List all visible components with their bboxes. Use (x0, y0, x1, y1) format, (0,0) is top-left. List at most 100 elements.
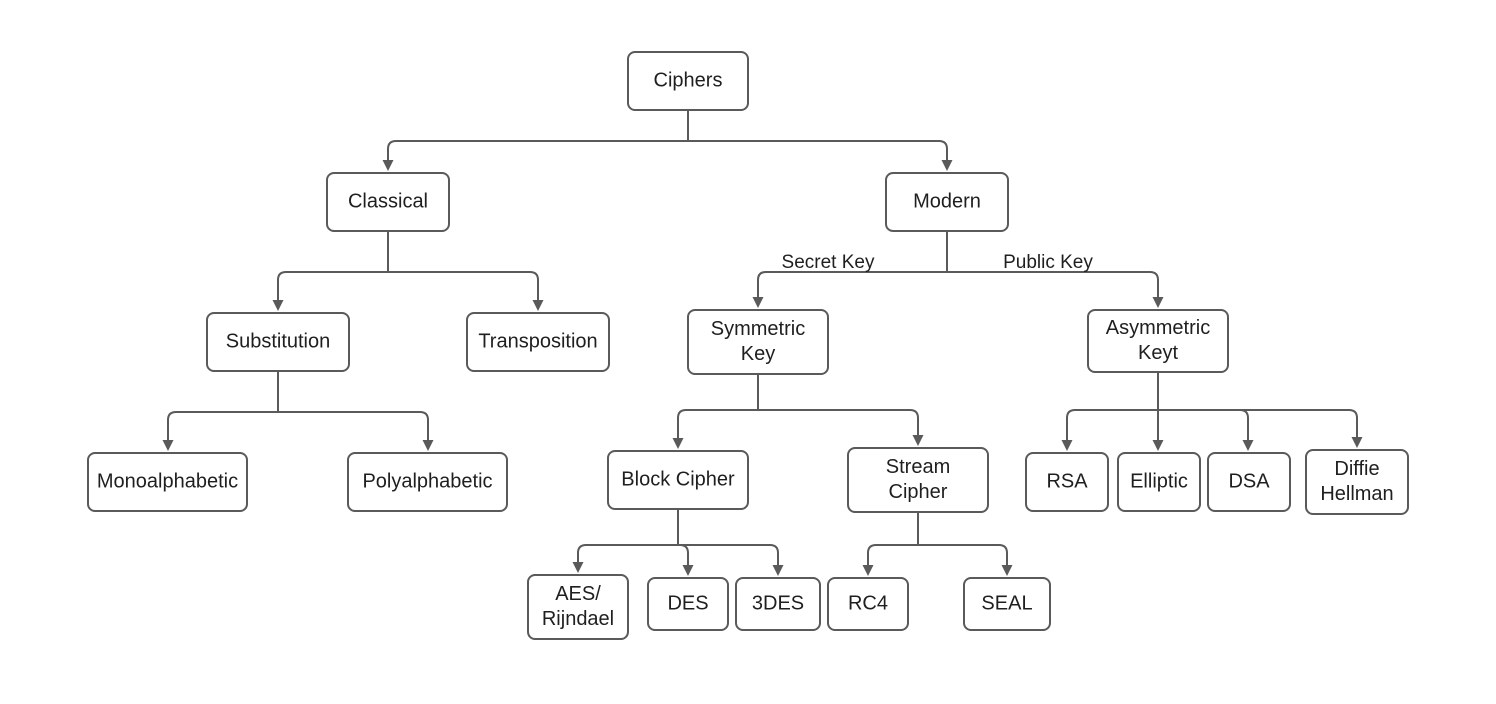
node-box[interactable] (527, 574, 629, 640)
node-label: Monoalphabetic (97, 470, 238, 492)
edge-connector (678, 544, 779, 565)
edge-connector (1158, 409, 1249, 440)
node-label: Block Cipher (621, 468, 735, 490)
node-box[interactable] (1087, 309, 1229, 373)
node-label: Transposition (478, 330, 597, 352)
edge-connector (688, 140, 948, 160)
edge-arrowhead (1351, 437, 1363, 448)
node-label: 3DES (752, 592, 804, 614)
node-transposition[interactable]: Transposition (466, 312, 610, 372)
edge-arrowhead (382, 160, 394, 171)
edge-arrowhead (272, 300, 284, 311)
edge-connector (918, 544, 1008, 565)
node-ciphers[interactable]: Ciphers (627, 51, 749, 111)
node-box[interactable] (326, 172, 450, 232)
node-label: RC4 (848, 592, 888, 614)
node-label: Cipher (889, 481, 948, 503)
edge-connector (277, 271, 388, 300)
node-box[interactable] (963, 577, 1051, 631)
node-label: DSA (1228, 470, 1270, 492)
node-substitution[interactable]: Substitution (206, 312, 350, 372)
edge-arrowhead (682, 565, 694, 576)
node-polyalphabetic[interactable]: Polyalphabetic (347, 452, 508, 512)
edge-connector (678, 544, 689, 565)
node-label: SEAL (981, 592, 1032, 614)
node-classical[interactable]: Classical (326, 172, 450, 232)
edge-connector (867, 544, 918, 565)
edge-connector (387, 140, 688, 160)
node-modern[interactable]: Modern (885, 172, 1009, 232)
node-aes-rijndael[interactable]: AES/Rijndael (527, 574, 629, 640)
node-box[interactable] (1207, 452, 1291, 512)
node-label: Asymmetric (1106, 317, 1210, 339)
node-label: Ciphers (654, 69, 723, 91)
node-box[interactable] (206, 312, 350, 372)
edge-arrowhead (422, 440, 434, 451)
node-label: Symmetric (711, 318, 805, 340)
edge-arrowhead (752, 297, 764, 308)
edge-arrowhead (532, 300, 544, 311)
node-box[interactable] (647, 577, 729, 631)
edge-connector (278, 411, 429, 440)
node-monoalphabetic[interactable]: Monoalphabetic (87, 452, 248, 512)
node-box[interactable] (627, 51, 749, 111)
edge-arrowhead (1001, 565, 1013, 576)
edge-arrowhead (941, 160, 953, 171)
node-label: Key (741, 343, 775, 365)
node-label: Elliptic (1130, 470, 1188, 492)
edge-connector (577, 544, 678, 562)
node-box[interactable] (1305, 449, 1409, 515)
node-label: Classical (348, 190, 428, 212)
edge-arrowhead (1152, 297, 1164, 308)
node-block-cipher[interactable]: Block Cipher (607, 450, 749, 510)
node-label: Keyt (1138, 342, 1178, 364)
node-label: DES (667, 592, 708, 614)
node-box[interactable] (687, 309, 829, 375)
node-3des[interactable]: 3DES (735, 577, 821, 631)
node-box[interactable] (885, 172, 1009, 232)
node-box[interactable] (87, 452, 248, 512)
node-box[interactable] (735, 577, 821, 631)
node-label: AES/ (555, 583, 601, 605)
node-label: Hellman (1320, 483, 1393, 505)
node-elliptic[interactable]: Elliptic (1117, 452, 1201, 512)
node-seal[interactable]: SEAL (963, 577, 1051, 631)
edges-group (162, 110, 1363, 576)
node-label: Rijndael (542, 608, 614, 630)
edge-arrowhead (1061, 440, 1073, 451)
node-box[interactable] (347, 452, 508, 512)
edge-arrowhead (1242, 440, 1254, 451)
secret-key-label: Secret Key (782, 252, 875, 273)
node-box[interactable] (847, 447, 989, 513)
node-box[interactable] (1025, 452, 1109, 512)
edge-arrowhead (572, 562, 584, 573)
edge-connector (947, 271, 1159, 297)
node-box[interactable] (827, 577, 909, 631)
node-dsa[interactable]: DSA (1207, 452, 1291, 512)
edge-arrowhead (672, 438, 684, 449)
node-box[interactable] (1117, 452, 1201, 512)
edge-arrowhead (912, 435, 924, 446)
edge-connector (1158, 409, 1358, 437)
node-rc4[interactable]: RC4 (827, 577, 909, 631)
edge-arrowhead (862, 565, 874, 576)
node-box[interactable] (607, 450, 749, 510)
edge-connector (1066, 409, 1158, 440)
node-label: RSA (1046, 470, 1088, 492)
node-label: Modern (913, 190, 981, 212)
edge-connector (757, 271, 947, 297)
node-des[interactable]: DES (647, 577, 729, 631)
edge-connector (167, 411, 278, 440)
node-box[interactable] (466, 312, 610, 372)
node-label: Stream (886, 456, 950, 478)
edge-arrowhead (1152, 440, 1164, 451)
node-rsa[interactable]: RSA (1025, 452, 1109, 512)
